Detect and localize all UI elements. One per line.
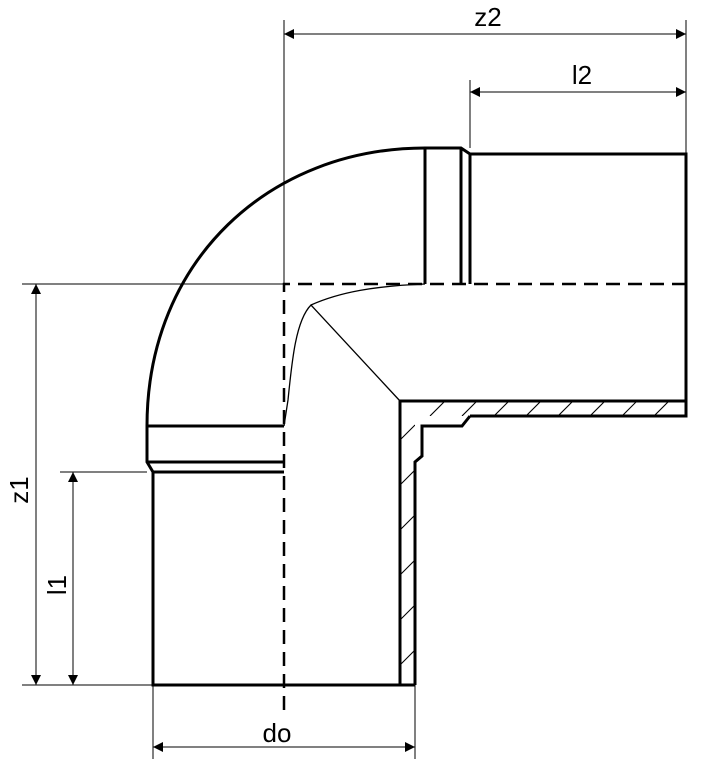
dimension-l2: l2	[470, 60, 686, 97]
section-hatching	[400, 401, 686, 666]
dimension-z1: z1	[4, 284, 41, 685]
dimension-do: do	[153, 718, 415, 752]
extension-lines	[22, 20, 687, 759]
z2-label: z2	[474, 2, 501, 32]
center-lines	[282, 282, 686, 710]
do-label: do	[263, 718, 292, 748]
elbow-outline	[145, 146, 688, 687]
dimension-z2: z2	[284, 2, 686, 39]
z1-label: z1	[4, 476, 34, 503]
dimension-l1: l1	[42, 472, 78, 685]
l1-label: l1	[42, 575, 72, 595]
l2-label: l2	[572, 60, 592, 90]
